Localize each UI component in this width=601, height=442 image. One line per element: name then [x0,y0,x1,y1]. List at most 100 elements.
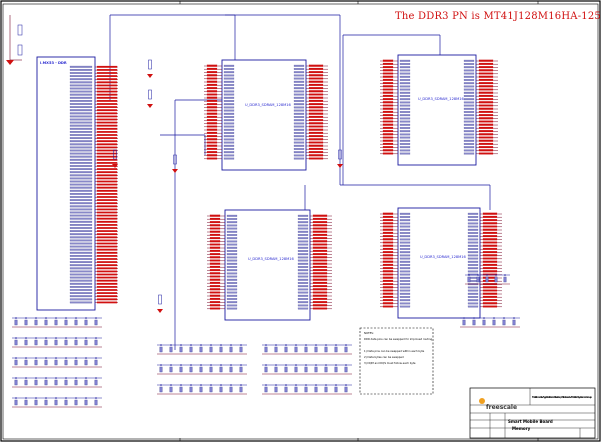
pin-name [226,221,238,224]
net-label [96,301,118,304]
pin-name [463,143,475,145]
pin-name [399,260,411,263]
pin-name [226,282,238,284]
net-label [206,144,218,147]
resistor [229,386,233,393]
pin-name [223,93,235,96]
resistor [239,346,243,353]
net-label [478,78,494,81]
net-label [482,254,498,257]
pin-name [293,125,305,128]
pin-name [226,256,238,259]
net-label [382,120,394,123]
pin-name [69,211,93,214]
net-label [382,257,394,260]
net-label [482,215,498,218]
net-label [312,265,328,268]
net-label [308,154,324,157]
net-label [308,80,324,83]
net-label [382,212,394,215]
junction [180,364,182,366]
net-label [312,243,328,246]
pin-name [463,133,475,136]
pin-name [399,286,411,289]
junction [315,384,317,386]
resistor [314,366,318,373]
resistor [64,359,68,366]
pin-name [399,101,411,104]
pin-name [226,259,238,262]
pin-name [399,222,411,225]
pin-name [69,96,93,99]
net-label [482,286,498,289]
pin-name [226,262,238,265]
net-label [312,297,328,300]
resistor [148,59,152,70]
pin-name [69,137,93,140]
resistor [324,366,328,373]
pin-name [223,90,235,93]
pin-name [467,241,479,244]
resistor [472,319,476,326]
net-label [96,248,118,251]
pin-name [69,90,93,93]
resistor [14,319,18,326]
net-label [478,69,494,72]
pin-name [69,189,93,192]
net-label [308,99,324,102]
junction [305,364,307,366]
junction [65,377,67,379]
resistor [74,359,78,366]
pin-name [399,72,411,75]
resistor [44,359,48,366]
net-label [382,146,394,149]
junction [55,337,57,339]
pin-name [69,202,93,205]
resistor [239,386,243,393]
net-label [96,155,118,158]
pin-name [297,234,309,236]
pin-name [226,307,238,310]
pin-name [399,225,411,228]
pin-name [69,279,93,282]
pin-name [69,78,93,81]
pin-name [223,109,235,112]
net-label [206,83,218,86]
pin-name [223,154,235,157]
pin-name [399,123,411,126]
resistor [199,386,203,393]
net-label [96,118,118,121]
pin-name [293,112,305,115]
junction [504,274,506,276]
resistor [344,366,348,373]
pin-name [399,133,411,136]
junction [180,384,182,386]
pin-name [463,59,475,62]
net-label [478,114,494,117]
pin-name [297,259,309,262]
net-label [209,249,221,252]
pin-name [223,84,235,86]
pin-name [467,244,479,247]
pin-name [223,68,235,70]
resistor [219,386,223,393]
net-label [96,239,118,242]
resistor [24,339,28,346]
pin-name [69,115,93,118]
resistor [485,276,489,283]
net-label [382,254,394,257]
pin-name [399,276,411,279]
pin-name [226,285,238,288]
ground-icon [147,104,153,108]
net-label [482,225,498,228]
resistor [482,319,486,326]
net-label [312,256,328,259]
net-label [308,141,324,144]
pin-name [463,117,475,120]
net-label [478,146,494,149]
net-label [96,202,118,205]
pin-name [69,282,93,285]
pin-name [399,305,411,308]
pin-name [399,228,411,231]
pin-name [297,237,309,240]
